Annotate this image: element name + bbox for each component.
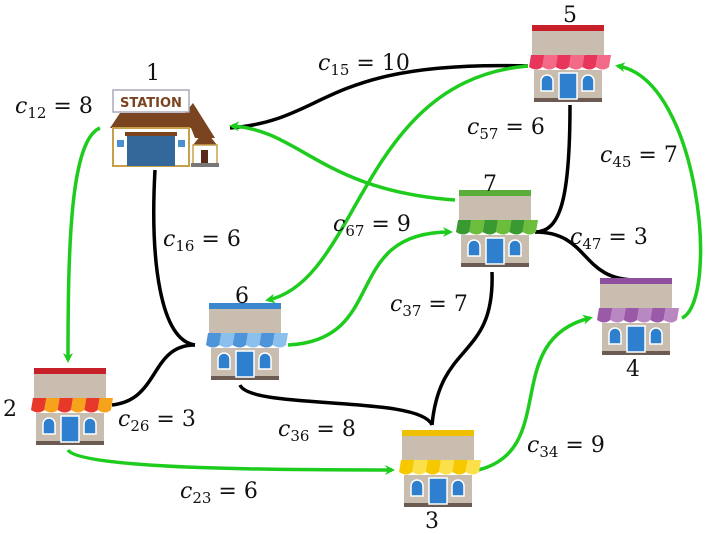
cost-label-c26: c26 = 3	[118, 407, 196, 435]
edge-5-7	[534, 104, 572, 234]
arrow-2-3	[66, 448, 395, 475]
cost-label-c16: c16 = 6	[163, 227, 241, 255]
cost-label-c47: c47 = 3	[570, 225, 648, 253]
cost-label-c23: c23 = 6	[180, 479, 258, 507]
edge-1-5	[229, 63, 529, 130]
station-sign-text: STATION	[120, 96, 182, 111]
shop-icon-7	[456, 190, 538, 267]
edge-3-7	[430, 271, 494, 426]
node-number-4: 4	[626, 357, 640, 382]
tour-arrows	[63, 62, 703, 475]
cost-label-c36: c36 = 8	[278, 417, 356, 445]
node-number-3: 3	[425, 509, 439, 534]
node-number-7: 7	[483, 172, 497, 197]
black-edges	[111, 63, 637, 426]
arrow-1-2	[63, 126, 101, 363]
cost-label-c57: c57 = 6	[467, 115, 545, 143]
cost-label-c15: c15 = 10	[318, 51, 410, 79]
node-number-2: 2	[3, 397, 17, 422]
shop-icon-5	[529, 25, 611, 102]
nodes: STATION 1 2 3 4 5 6 7	[3, 3, 679, 534]
cost-label-c37: c37 = 7	[390, 292, 468, 320]
arrow-6-7	[287, 227, 453, 347]
shop-icon-3	[399, 430, 481, 507]
node-number-1: 1	[146, 61, 160, 86]
edge-1-6	[152, 169, 196, 347]
shop-icon-2	[31, 368, 113, 445]
cost-label-c67: c67 = 9	[333, 212, 411, 240]
node-number-6: 6	[235, 284, 249, 309]
cost-label-c12: c12 = 8	[15, 94, 93, 122]
node-number-5: 5	[563, 3, 577, 28]
cost-label-c34: c34 = 9	[527, 433, 605, 461]
shop-icon-6	[206, 303, 288, 380]
arrow-5-6	[265, 64, 529, 304]
arrow-4-5	[615, 62, 703, 320]
arrow-7-1	[229, 121, 456, 202]
cost-label-c45: c45 = 7	[600, 143, 678, 171]
station-icon-1: STATION	[110, 89, 219, 167]
shop-icon-4	[597, 278, 679, 355]
edge-labels: c15 = 10 c12 = 8 c57 = 6 c45 = 7 c67 = 9 c47 …	[15, 51, 678, 507]
arrow-3-4	[477, 314, 593, 472]
edge-6-3	[238, 383, 434, 426]
edge-2-6	[111, 343, 196, 407]
